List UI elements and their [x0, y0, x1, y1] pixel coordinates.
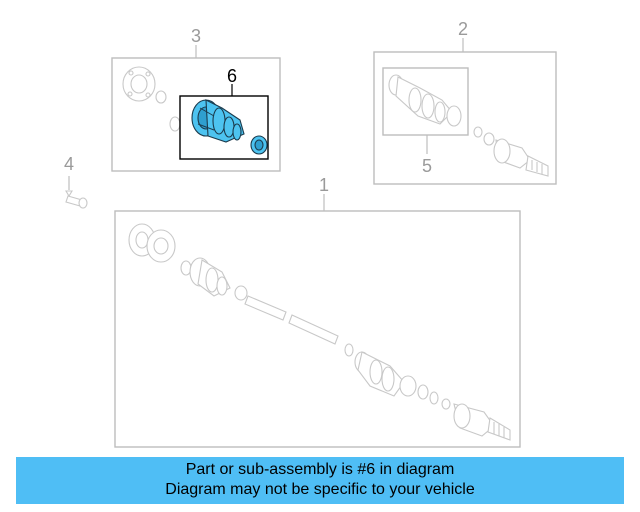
boot-clamp-highlighted	[250, 135, 268, 155]
axle-clamp-outer	[417, 384, 429, 400]
cv-boot-highlighted	[191, 99, 245, 143]
subassembly-2: 2 5	[373, 19, 557, 185]
o-ring	[169, 116, 181, 132]
bolt-part-4: 4	[64, 154, 88, 209]
subassembly-6: 6	[179, 66, 269, 160]
parts-diagram: 3 6	[64, 19, 557, 448]
axle-outer-cv-joint	[453, 403, 511, 441]
assembly-1: 1	[114, 175, 521, 448]
flange-part	[122, 66, 156, 102]
axle-shaft	[244, 295, 354, 357]
callout-5: 5	[422, 156, 432, 176]
small-washer	[155, 90, 167, 104]
axle-inner-flange	[128, 223, 176, 263]
callout-3: 3	[191, 26, 201, 46]
axle-washer-2	[441, 398, 451, 410]
banner-line-1: Part or sub-assembly is #6 in diagram	[185, 461, 455, 478]
callout-4: 4	[64, 154, 74, 174]
axle-clamp-inner	[234, 285, 248, 301]
banner-line-2: Diagram may not be specific to your vehi…	[165, 481, 475, 498]
subassembly-3: 3	[111, 26, 281, 172]
callout-1: 1	[319, 175, 329, 195]
outer-boot	[388, 74, 462, 127]
callout-2: 2	[458, 19, 468, 39]
axle-washer-1	[429, 391, 439, 405]
callout-6: 6	[227, 66, 237, 86]
info-banner: Part or sub-assembly is #6 in diagram Di…	[16, 457, 624, 504]
outer-cv-joint	[473, 126, 549, 177]
axle-outer-boot	[354, 351, 417, 397]
axle-inner-boot	[189, 257, 231, 297]
